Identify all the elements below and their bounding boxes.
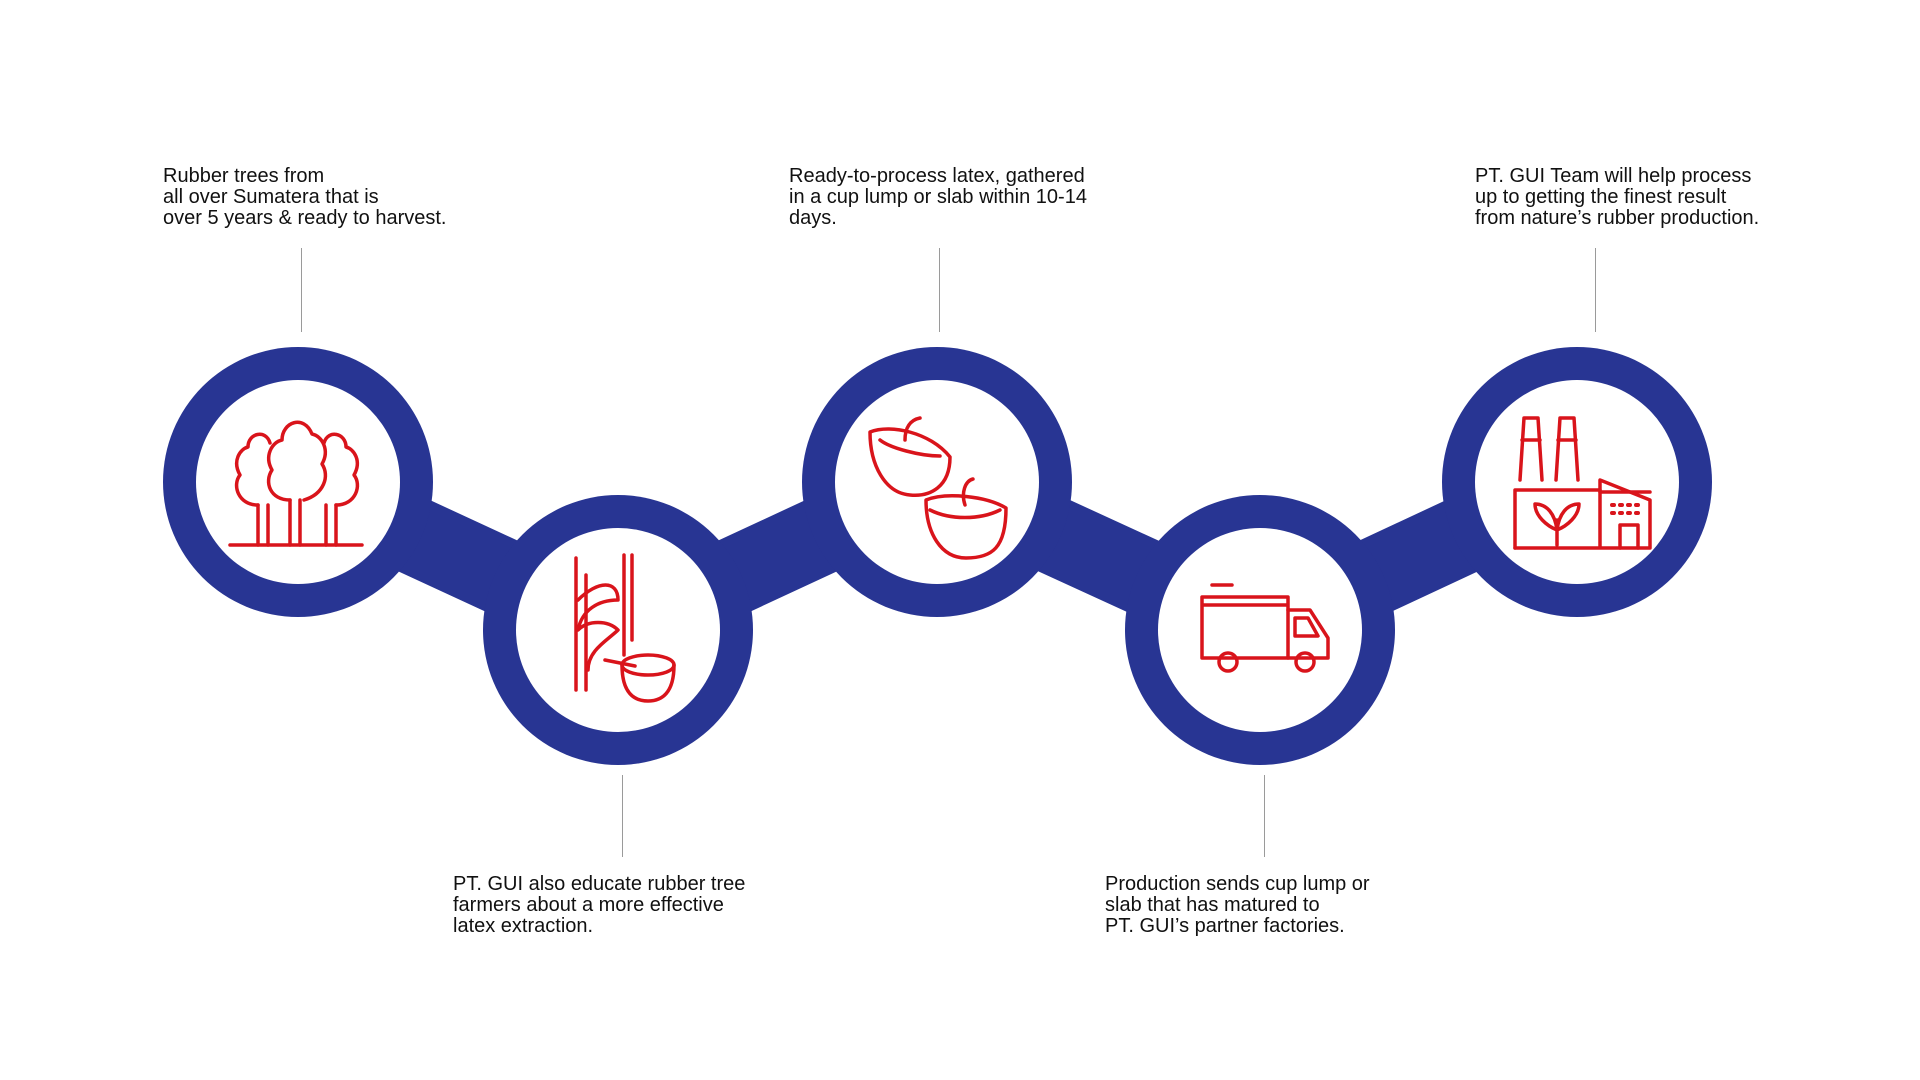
cup-lump-icon: [868, 416, 1008, 560]
trees-icon: [228, 420, 364, 547]
caption-line: PT. GUI’s partner factories.: [1105, 915, 1345, 937]
caption-line: Production sends cup lump or: [1105, 873, 1370, 895]
factory-icon: [1513, 416, 1652, 550]
leader-line-1: [301, 248, 302, 332]
caption-line: farmers about a more effective: [453, 894, 724, 916]
caption-line: latex extraction.: [453, 915, 594, 937]
caption-line: days.: [789, 207, 837, 229]
caption-line: all over Sumatera that is: [163, 186, 379, 208]
caption-line: PT. GUI also educate rubber tree: [453, 873, 746, 895]
caption-line: Ready-to-process latex, gathered: [789, 165, 1085, 187]
latex-tapping-icon: [574, 553, 676, 703]
leader-line-5: [1595, 248, 1596, 332]
step-caption-3: Ready-to-process latex, gathered in a cu…: [789, 166, 1087, 229]
caption-line: over 5 years & ready to harvest.: [163, 207, 447, 229]
leader-line-2: [622, 775, 623, 857]
caption-line: from nature’s rubber production.: [1475, 207, 1760, 229]
caption-line: in a cup lump or slab within 10-14: [789, 186, 1087, 208]
step-caption-2: PT. GUI also educate rubber tree farmers…: [453, 874, 745, 937]
caption-line: Rubber trees from: [163, 165, 325, 187]
step-caption-4: Production sends cup lump or slab that h…: [1105, 874, 1370, 937]
leader-line-3: [939, 248, 940, 332]
caption-line: up to getting the finest result: [1475, 186, 1727, 208]
delivery-truck-icon: [1200, 583, 1330, 673]
step-caption-5: PT. GUI Team will help process up to get…: [1475, 166, 1759, 229]
caption-line: slab that has matured to: [1105, 894, 1320, 916]
caption-line: PT. GUI Team will help process: [1475, 165, 1752, 187]
step-caption-1: Rubber trees from all over Sumatera that…: [163, 166, 446, 229]
leader-line-4: [1264, 775, 1265, 857]
